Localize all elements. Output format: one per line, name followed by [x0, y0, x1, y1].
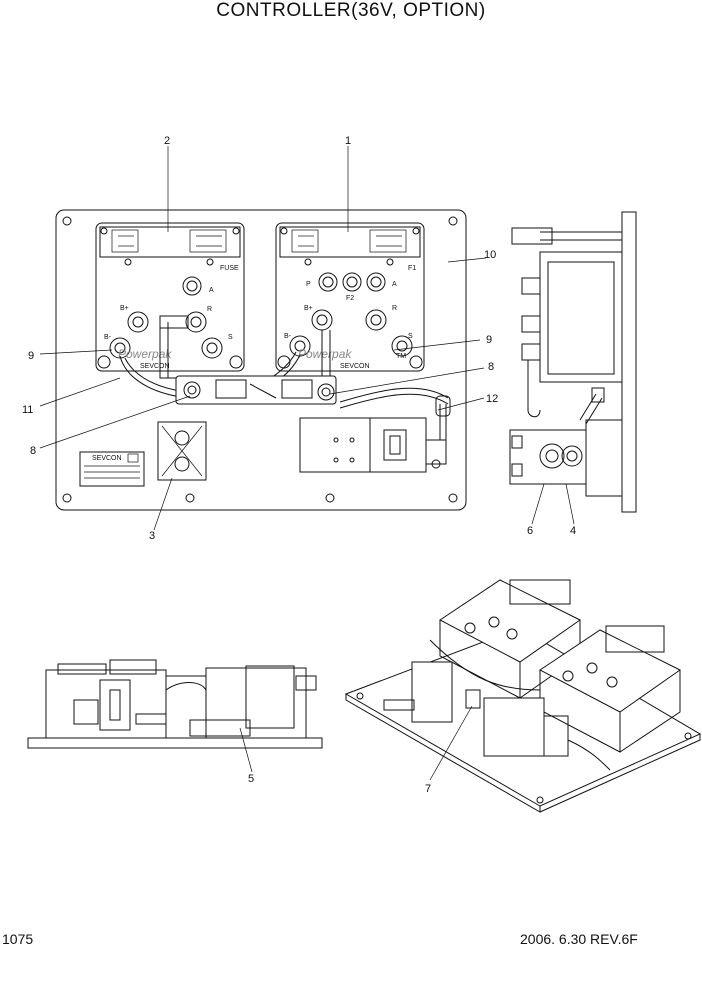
mounting-plate — [55, 209, 467, 511]
callout-8-lower: 8 — [30, 445, 36, 457]
svg-text:F2: F2 — [346, 295, 354, 302]
page-title: CONTROLLER(36V, OPTION) — [216, 0, 486, 21]
svg-text:S: S — [408, 333, 413, 340]
controller-left: A B+ R B- S FUSE Powerpak SEVCON — [95, 222, 245, 372]
callout-6: 6 — [527, 525, 533, 537]
callout-2: 2 — [164, 135, 170, 147]
isometric-view — [344, 579, 702, 813]
callout-10: 10 — [484, 249, 496, 261]
id-label-plate: SEVCON — [79, 451, 145, 487]
svg-text:S: S — [228, 334, 233, 341]
svg-text:R: R — [207, 306, 212, 313]
svg-text:B+: B+ — [120, 305, 129, 312]
svg-text:A: A — [209, 287, 214, 294]
callout-9-right: 9 — [486, 334, 492, 346]
brand-sub-right: SEVCON — [340, 363, 370, 370]
controller-right: P A F2 B+ R B- S TM F1 Powerpak SEVCON — [275, 222, 425, 372]
leader-lines — [39, 146, 575, 781]
side-view — [509, 211, 637, 513]
page-number: 1075 — [2, 931, 34, 947]
svg-text:F1: F1 — [408, 265, 416, 272]
callout-9-left: 9 — [28, 350, 34, 362]
lower-side-view — [27, 659, 323, 749]
fuse-block — [157, 421, 207, 481]
svg-text:P: P — [306, 281, 311, 288]
front-view: A B+ R B- S FUSE Powerpak SEVCON — [55, 209, 467, 511]
contactor — [299, 387, 451, 473]
brand-label-left: Powerpak — [118, 347, 172, 361]
callout-11: 11 — [22, 404, 33, 416]
callout-1: 1 — [345, 135, 351, 147]
svg-text:B+: B+ — [304, 305, 313, 312]
svg-text:B-: B- — [104, 334, 112, 341]
svg-text:R: R — [392, 305, 397, 312]
svg-text:A: A — [392, 281, 397, 288]
revision-date: 2006. 6.30 REV.6F — [520, 931, 638, 947]
callout-5: 5 — [248, 773, 254, 785]
callout-3: 3 — [149, 530, 155, 542]
svg-text:TM: TM — [396, 353, 406, 360]
svg-text:B-: B- — [284, 333, 292, 340]
callout-8-upper: 8 — [488, 361, 494, 373]
plate-label: SEVCON — [92, 455, 122, 462]
svg-text:FUSE: FUSE — [220, 265, 239, 272]
brand-label-right: Powerpak — [298, 347, 352, 361]
callout-7: 7 — [425, 783, 431, 795]
callout-labels: 1 2 3 4 5 6 7 8 8 9 9 10 11 12 — [22, 135, 576, 795]
callout-4: 4 — [570, 525, 576, 537]
brand-sub-left: SEVCON — [140, 363, 170, 370]
callout-12: 12 — [486, 393, 498, 405]
